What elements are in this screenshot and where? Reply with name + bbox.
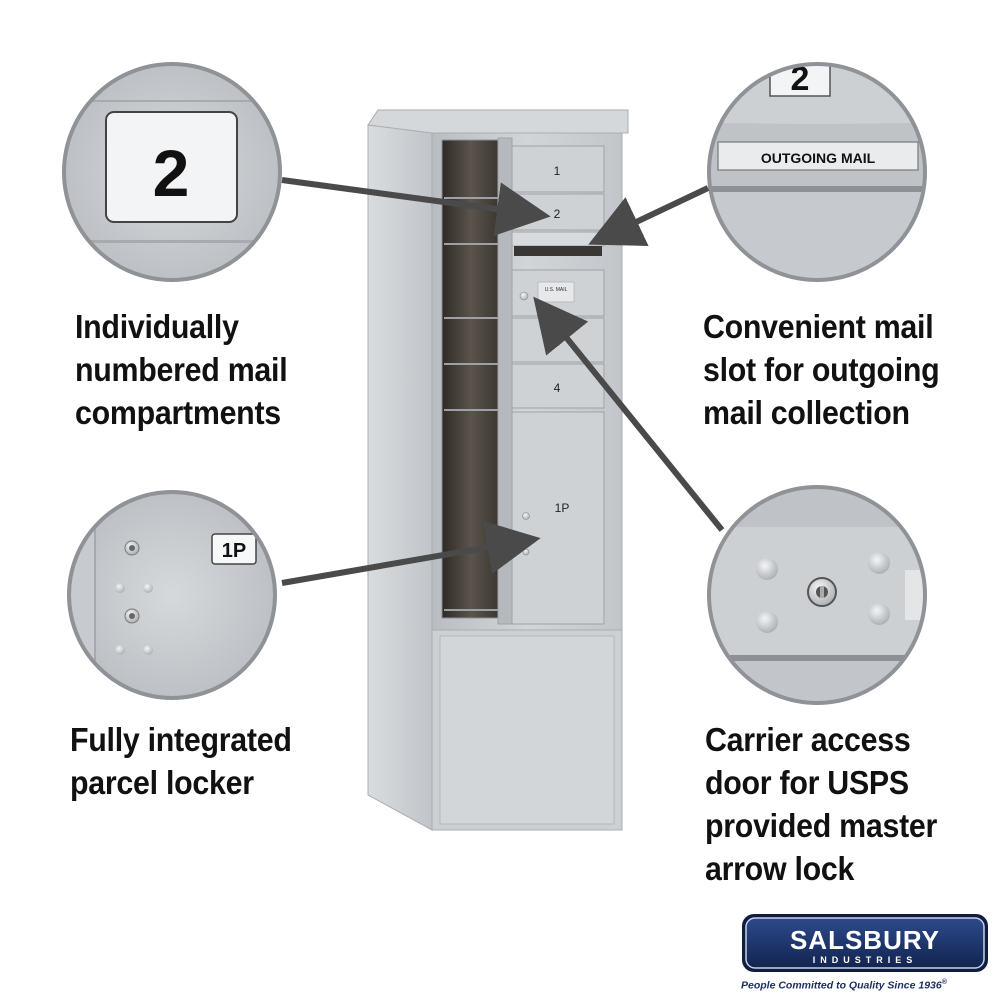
brand-tagline: People Committed to Quality Since 1936®	[741, 979, 991, 992]
zoom-circle-numbered-compartment: 2	[62, 62, 282, 282]
number-plate	[105, 111, 238, 223]
arrow-to-outgoing-slot	[588, 185, 710, 246]
tagline-text: People Committed to Quality Since 1936	[741, 979, 942, 992]
parcel-locker-door: 1P	[511, 411, 605, 625]
caption-line: Fully integrated	[70, 721, 292, 758]
caption-line: Convenient mail	[703, 308, 934, 345]
interior-shelves	[444, 197, 500, 611]
caption-line: provided master	[705, 807, 938, 844]
salsbury-logo: SALSBURY INDUSTRIES	[742, 914, 988, 972]
caption-line: Individually	[75, 308, 239, 345]
usps-label: U.S. MAIL	[545, 287, 568, 293]
arrow-to-parcel-locker	[281, 520, 541, 586]
caption-line: mail collection	[703, 394, 910, 431]
outgoing-mail-slot	[511, 231, 605, 256]
caption-outgoing-mail-slot: Convenient mail slot for outgoing mail c…	[703, 305, 940, 434]
brand-sub: INDUSTRIES	[813, 955, 918, 965]
caption-line: numbered mail	[75, 351, 288, 388]
compartment-label: 4	[554, 381, 561, 395]
zoom-circle-parcel-locker: 1P	[67, 490, 277, 700]
caption-parcel-locker: Fully integrated parcel locker	[70, 718, 292, 804]
caption-line: compartments	[75, 394, 281, 431]
compartment-label: 2	[554, 207, 561, 221]
outgoing-mail-label: OUTGOING MAIL	[761, 150, 876, 166]
parcel-label: 1P	[555, 501, 570, 515]
caption-line: door for USPS	[705, 764, 909, 801]
arrow-to-compartment	[281, 177, 551, 236]
arrow-to-carrier-lock	[533, 296, 725, 532]
callout-arrows	[281, 177, 725, 586]
caption-carrier-access: Carrier access door for USPS provided ma…	[705, 718, 937, 890]
number-plate-label: 2	[791, 60, 810, 98]
caption-line: arrow lock	[705, 850, 855, 887]
number-plate-label: 2	[153, 136, 190, 210]
compartment-door-4: 4	[511, 363, 605, 409]
zoom-circle-outgoing-mail: 2 OUTGOING MAIL	[707, 60, 927, 282]
compartment-label: 1	[554, 164, 561, 178]
zoom-circle-carrier-lock	[707, 485, 927, 705]
caption-line: parcel locker	[70, 764, 254, 801]
caption-numbered-compartments: Individually numbered mail compartments	[75, 305, 288, 434]
compartment-door-1: 1	[511, 145, 605, 193]
caption-line: slot for outgoing	[703, 351, 940, 388]
carrier-access-door: U.S. MAIL	[511, 269, 605, 317]
mailbox-cabinet: 1 2 U.S. MAIL 3 4 1P	[367, 109, 629, 831]
caption-line: Carrier access	[705, 721, 911, 758]
brand-name: SALSBURY	[790, 925, 940, 955]
compartment-label: 3	[554, 335, 561, 349]
parcel-plate-label: 1P	[222, 540, 246, 562]
registered-mark: ®	[941, 979, 947, 986]
